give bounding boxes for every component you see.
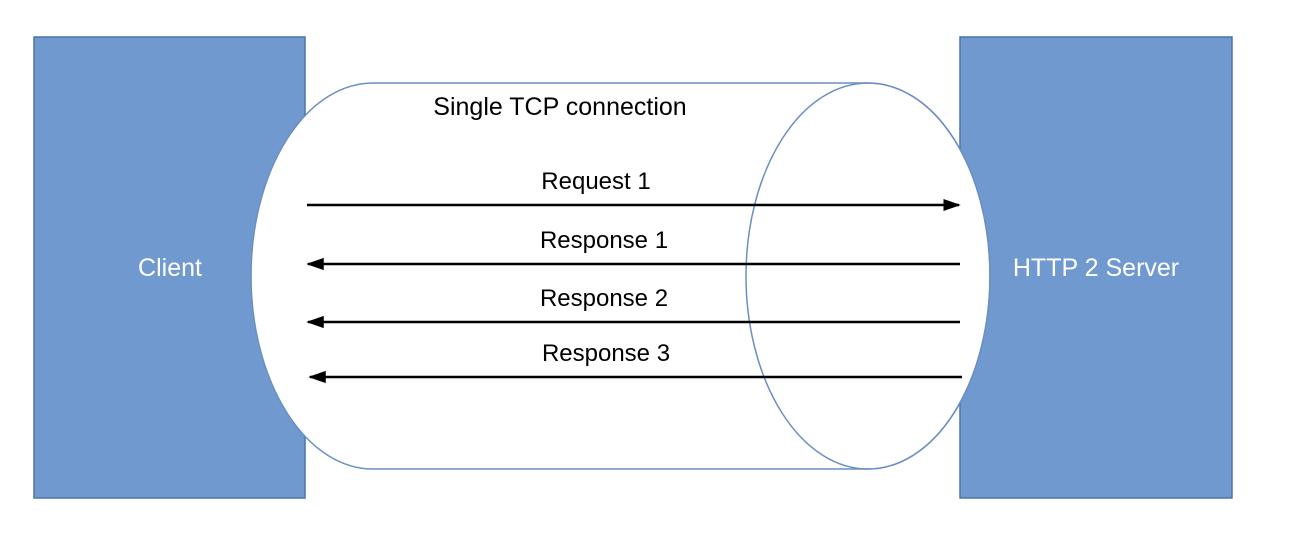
- request-1-label: Request 1: [541, 168, 650, 195]
- response-3-label: Response 3: [542, 340, 670, 367]
- connection-label: Single TCP connection: [433, 93, 686, 121]
- server-box: [959, 36, 1233, 499]
- server-label: HTTP 2 Server: [1013, 254, 1179, 282]
- response-1-label: Response 1: [540, 227, 668, 254]
- client-label: Client: [138, 254, 202, 282]
- tcp-connection-cylinder: [250, 82, 991, 470]
- response-2-label: Response 2: [540, 285, 668, 312]
- tcp-connection-end-cap: [745, 82, 991, 470]
